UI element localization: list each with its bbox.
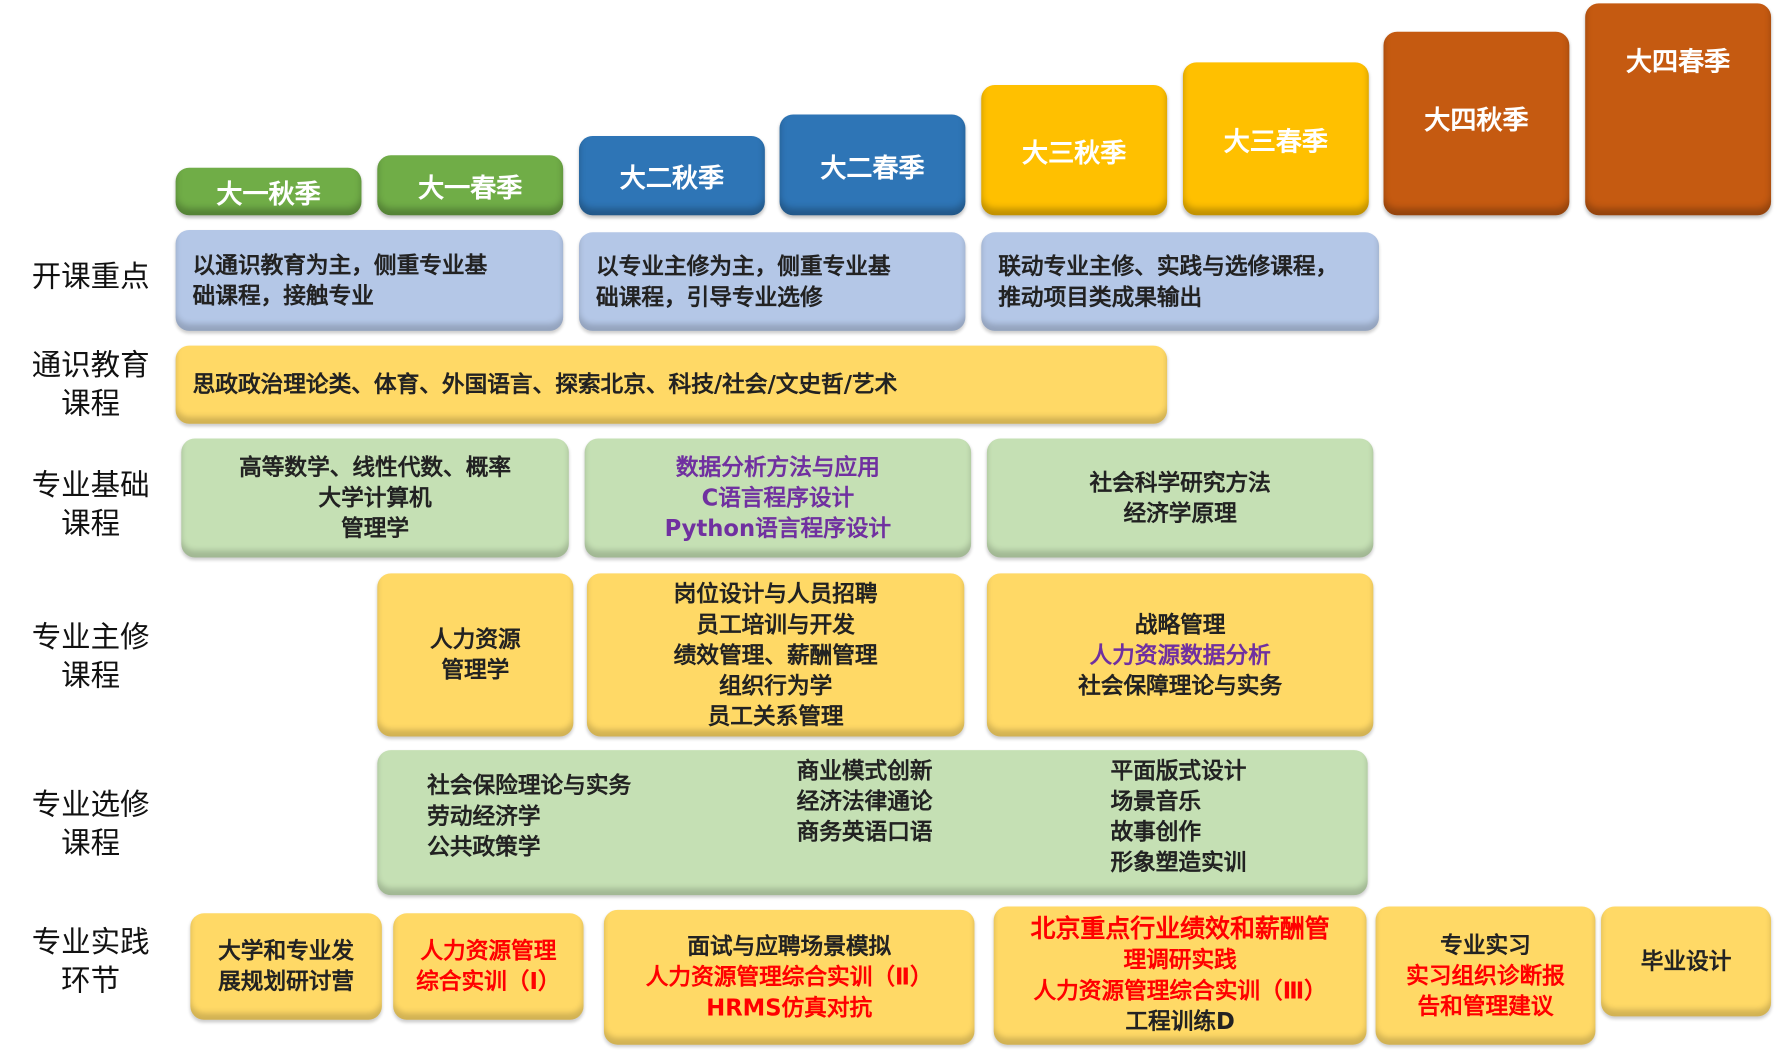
core-year3: 战略管理人力资源数据分析社会保障理论与实务 (986, 573, 1374, 737)
item: 大学和专业发 (218, 937, 355, 965)
general-education-box: 思政政治理论类、体育、外国语言、探索北京、科技/社会/文史哲/艺术 (175, 345, 1168, 424)
course: 形象塑造实训 (1110, 848, 1247, 876)
item: 展规划研讨营 (218, 967, 355, 995)
course: 人力资源 (430, 625, 521, 653)
elective-column-2: 商业模式创新经济法律通论商务英语口语 (797, 756, 933, 848)
course: 岗位设计与人员招聘 (673, 579, 878, 607)
semester-label: 大四秋季 (1424, 106, 1529, 136)
course: 高等数学、线性代数、概率 (239, 453, 512, 481)
practice-1: 大学和专业发展规划研讨营 (190, 913, 382, 1020)
course: 管理学 (341, 514, 410, 542)
item-highlight: 人力资源管理综合实训（Ⅲ） (1033, 976, 1327, 1004)
item-highlight: 实习组织诊断报 (1406, 961, 1565, 989)
item-highlight: 告和管理建议 (1417, 992, 1554, 1020)
semester-y4-fall: 大四秋季 (1383, 31, 1570, 216)
course: 员工培训与开发 (696, 610, 855, 638)
course: 经济学原理 (1123, 499, 1237, 527)
practice-6: 毕业设计 (1601, 906, 1772, 1017)
course: 劳动经济学 (427, 802, 541, 830)
item: 工程训练D (1125, 1007, 1235, 1035)
course: 绩效管理、薪酬管理 (673, 640, 878, 668)
semester-y4-spring: 大四春季 (1585, 3, 1772, 216)
row-label-general: 通识教育课程 (16, 347, 166, 424)
course: 社会科学研究方法 (1089, 468, 1271, 496)
row-label-foundation: 专业基础课程 (16, 467, 166, 544)
label-line: 课程 (61, 827, 121, 862)
course-highlight: 人力资源数据分析 (1089, 640, 1271, 668)
label-line: 课程 (61, 659, 121, 694)
row-label-core: 专业主修课程 (16, 619, 166, 696)
course: 商业模式创新 (796, 756, 933, 785)
text-line: 础课程，接触专业 (192, 281, 374, 309)
semester-y3-fall: 大三秋季 (981, 84, 1168, 216)
label-line: 课程 (61, 387, 121, 422)
course: 社会保障理论与实务 (1078, 671, 1283, 699)
semester-y1-fall: 大一秋季 (175, 167, 362, 216)
course: C语言程序设计 (701, 483, 855, 512)
course: 组织行为学 (718, 671, 833, 699)
item-highlight: 北京重点行业绩效和薪酬管 (1030, 915, 1330, 944)
item-highlight: 理调研实践 (1123, 946, 1237, 974)
item: 人力资源管理 (420, 937, 557, 965)
text-line: 联动专业主修、实践与选修课程， (998, 252, 1339, 280)
course: 社会保险理论与实务 (427, 771, 632, 799)
label-line: 专业选修 (31, 788, 150, 823)
course: 数据分析方法与应用 (675, 453, 880, 481)
foundation-year3: 社会科学研究方法经济学原理 (986, 438, 1374, 558)
text-line: 础课程，引导专业选修 (596, 282, 823, 310)
semester-label: 大四春季 (1625, 47, 1731, 77)
item-highlight: 人力资源管理综合实训（Ⅱ） (645, 963, 933, 991)
label-line: 通识教育 (31, 348, 150, 383)
row-label-practice: 专业实践环节 (16, 923, 166, 1000)
focus-year2: 以专业主修为主，侧重专业基础课程，引导专业选修 (579, 232, 966, 331)
course: 员工关系管理 (707, 701, 844, 730)
text-line: 推动项目类成果输出 (998, 282, 1203, 310)
course: 大学计算机 (318, 483, 432, 512)
row-label-elective: 专业选修课程 (16, 786, 166, 863)
text-line: 以通识教育为主，侧重专业基 (192, 250, 488, 279)
semester-y2-spring: 大二春季 (779, 114, 966, 216)
label-line: 专业主修 (31, 620, 150, 655)
course: 平面版式设计 (1110, 756, 1247, 785)
label-line: 开课重点 (31, 260, 150, 295)
course: 商务英语口语 (796, 818, 933, 846)
label-line: 专业实践 (31, 925, 150, 960)
course: 管理学 (441, 656, 510, 684)
text-line: 以专业主修为主，侧重专业基 (596, 252, 891, 280)
label-line: 环节 (61, 964, 121, 999)
semester-y2-fall: 大二秋季 (579, 135, 765, 216)
practice-2: 人力资源管理综合实训（Ⅰ） (393, 913, 584, 1020)
core-year2: 岗位设计与人员招聘员工培训与开发绩效管理、薪酬管理组织行为学员工关系管理 (586, 573, 965, 737)
text-line: 思政政治理论类、体育、外国语言、探索北京、科技/社会/文史哲/艺术 (192, 370, 898, 398)
label-line: 专业基础 (31, 469, 150, 504)
elective-column-1: 社会保险理论与实务劳动经济学公共政策学 (427, 771, 631, 863)
focus-year3: 联动专业主修、实践与选修课程，推动项目类成果输出 (981, 232, 1379, 331)
item: 综合实训（Ⅰ） (416, 967, 561, 995)
practice-4: 北京重点行业绩效和薪酬管理调研实践人力资源管理综合实训（Ⅲ） 工程训练D (993, 906, 1367, 1045)
course: 战略管理 (1134, 610, 1226, 638)
course: Python语言程序设计 (664, 514, 892, 542)
item: 专业实习 (1440, 930, 1531, 959)
item: 面试与应聘场景模拟 (687, 932, 892, 960)
focus-year1: 以通识教育为主，侧重专业基础课程，接触专业 (175, 230, 564, 331)
elective-box: 社会保险理论与实务劳动经济学公共政策学 商业模式创新经济法律通论商务英语口语 平… (377, 750, 1368, 896)
item: 毕业设计 (1640, 947, 1732, 975)
core-year1: 人力资源管理学 (377, 573, 574, 737)
label-line: 课程 (61, 507, 121, 542)
course: 场景音乐 (1110, 787, 1202, 815)
semester-y1-spring: 大一春季 (377, 155, 564, 216)
practice-5: 专业实习实习组织诊断报告和管理建议 (1375, 906, 1596, 1045)
elective-column-3: 平面版式设计场景音乐故事创作形象塑造实训 (1110, 756, 1246, 878)
course: 经济法律通论 (796, 787, 933, 815)
row-label-focus: 开课重点 (16, 258, 166, 297)
course: 公共政策学 (427, 832, 541, 861)
semester-y3-spring: 大三春季 (1182, 62, 1369, 216)
foundation-year1: 高等数学、线性代数、概率大学计算机管理学 (181, 438, 569, 558)
course: 故事创作 (1110, 818, 1202, 846)
practice-3: 面试与应聘场景模拟人力资源管理综合实训（Ⅱ）HRMS仿真对抗 (603, 909, 975, 1045)
item-highlight: HRMS仿真对抗 (706, 993, 873, 1021)
